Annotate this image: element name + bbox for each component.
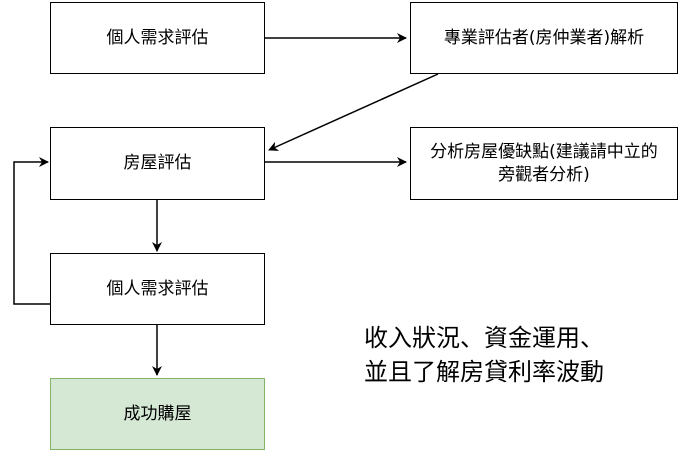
node-purchase-success: 成功購屋 bbox=[50, 378, 265, 450]
arrow-needs-loop-back bbox=[13, 157, 52, 305]
node-pros-cons-analysis: 分析房屋優缺點(建議請中立的旁觀者分析) bbox=[410, 127, 678, 200]
note-financial-considerations: 收入狀況、資金運用、 並且了解房貸利率波動 bbox=[364, 324, 604, 386]
node-personal-needs-top: 個人需求評估 bbox=[50, 2, 265, 74]
node-house-assessment: 房屋評估 bbox=[50, 127, 265, 200]
node-personal-needs-bottom: 個人需求評估 bbox=[50, 253, 265, 325]
arrow-assessor-to-house bbox=[268, 73, 439, 151]
node-professional-assessor: 專業評估者(房仲業者)解析 bbox=[410, 2, 678, 74]
